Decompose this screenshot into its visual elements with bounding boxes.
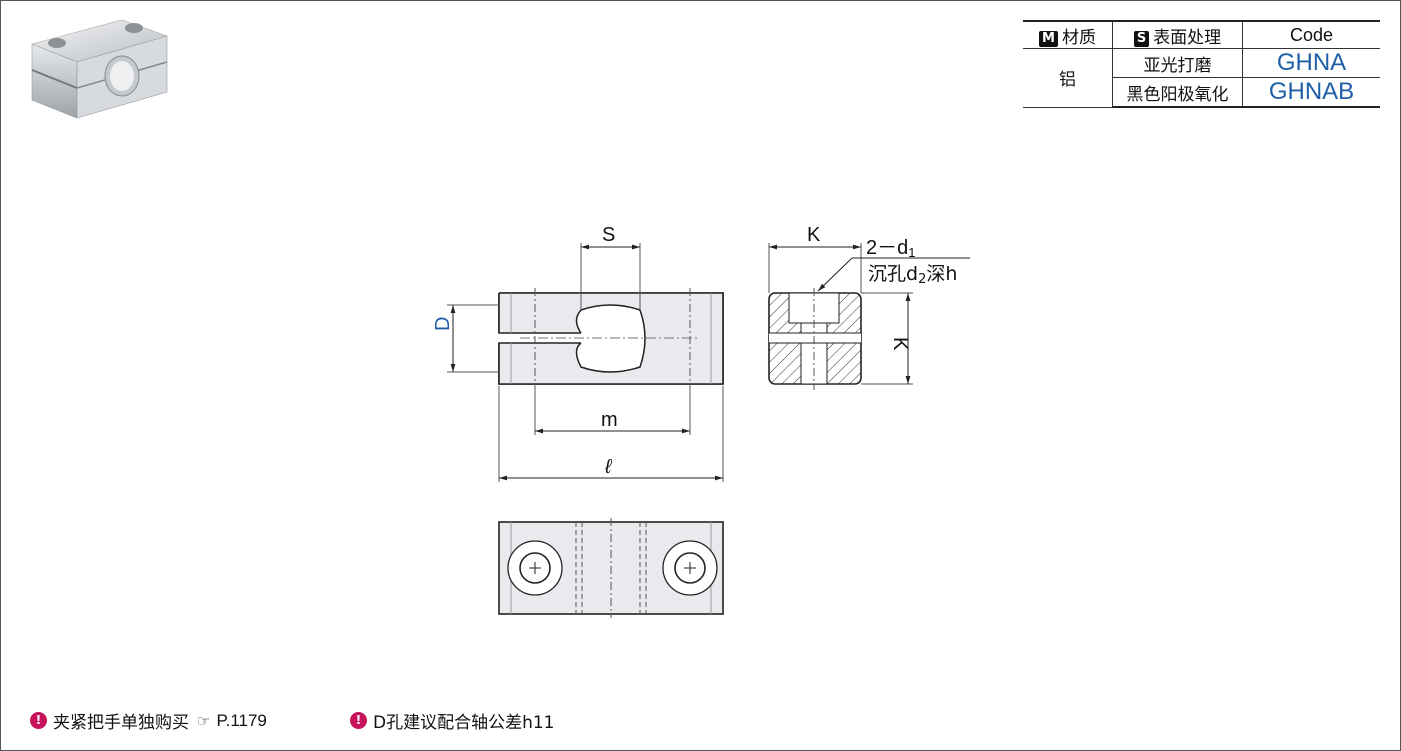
surface-cell: 亚光打磨 — [1112, 48, 1243, 78]
material-cell: 铝 — [1023, 48, 1113, 108]
note-handle: ! 夹紧把手单独购买 ☞ P.1179 — [30, 708, 267, 733]
note-tolerance: ! D孔建议配合轴公差h11 — [350, 708, 555, 733]
surface-cell: 黑色阳极氧化 — [1112, 77, 1243, 108]
header-code: Code — [1242, 20, 1380, 49]
hole-label-2: 沉孔d2深h — [868, 263, 957, 287]
pointing-hand-icon: ☞ — [197, 711, 211, 730]
front-view — [447, 243, 724, 482]
dim-s-label: S — [602, 224, 615, 246]
product-photo — [31, 19, 168, 119]
code-cell[interactable]: GHNA — [1242, 48, 1380, 78]
dim-k-side-label: K — [889, 337, 911, 351]
alert-icon: ! — [30, 712, 47, 729]
dim-k-top-label: K — [807, 224, 821, 246]
side-view — [768, 243, 970, 390]
bottom-view — [498, 518, 724, 618]
surface-badge-icon: S — [1133, 30, 1150, 47]
material-badge-icon: M — [1039, 30, 1058, 47]
code-cell[interactable]: GHNAB — [1242, 77, 1380, 108]
dim-d-label: D — [432, 317, 454, 331]
dim-m-label: m — [601, 409, 618, 431]
page-ref-link[interactable]: P.1179 — [216, 710, 267, 730]
alert-icon: ! — [350, 712, 367, 729]
dim-l-label: ℓ — [604, 456, 613, 478]
hole-label-1: 2－d1 — [866, 237, 915, 260]
